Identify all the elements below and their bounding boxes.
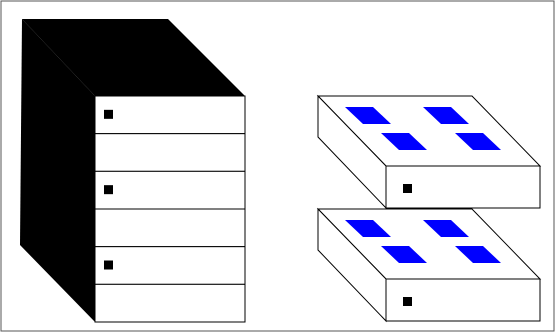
desktop-unit-panel <box>345 107 391 124</box>
desktop-unit-panel <box>423 107 469 124</box>
drive-bay <box>94 246 246 285</box>
desktop-unit-indicator <box>403 184 412 193</box>
drive-bay <box>94 170 246 210</box>
desktop-unit-panel <box>423 220 469 237</box>
tower-server <box>20 19 246 323</box>
flat-units <box>316 94 542 323</box>
tower-server-bays <box>94 95 246 323</box>
desktop-unit-panel <box>381 246 427 263</box>
drive-bay-indicator <box>104 109 113 119</box>
desktop-unit-panel <box>455 133 501 150</box>
desktop-unit-indicator <box>403 297 412 306</box>
desktop-unit-panel <box>381 133 427 150</box>
desktop-unit-panel <box>345 220 391 237</box>
drive-bay <box>94 283 246 323</box>
desktop-unit <box>316 207 542 323</box>
drive-bay <box>94 208 246 248</box>
drive-bay-indicator <box>104 185 113 195</box>
tower-server-side <box>20 19 95 322</box>
tower-server-top <box>22 19 245 96</box>
desktop-unit <box>316 94 542 210</box>
drive-bay <box>94 95 246 135</box>
drive-bay-indicator <box>104 260 113 270</box>
drive-bay <box>94 133 246 172</box>
desktop-unit-panel <box>455 246 501 263</box>
